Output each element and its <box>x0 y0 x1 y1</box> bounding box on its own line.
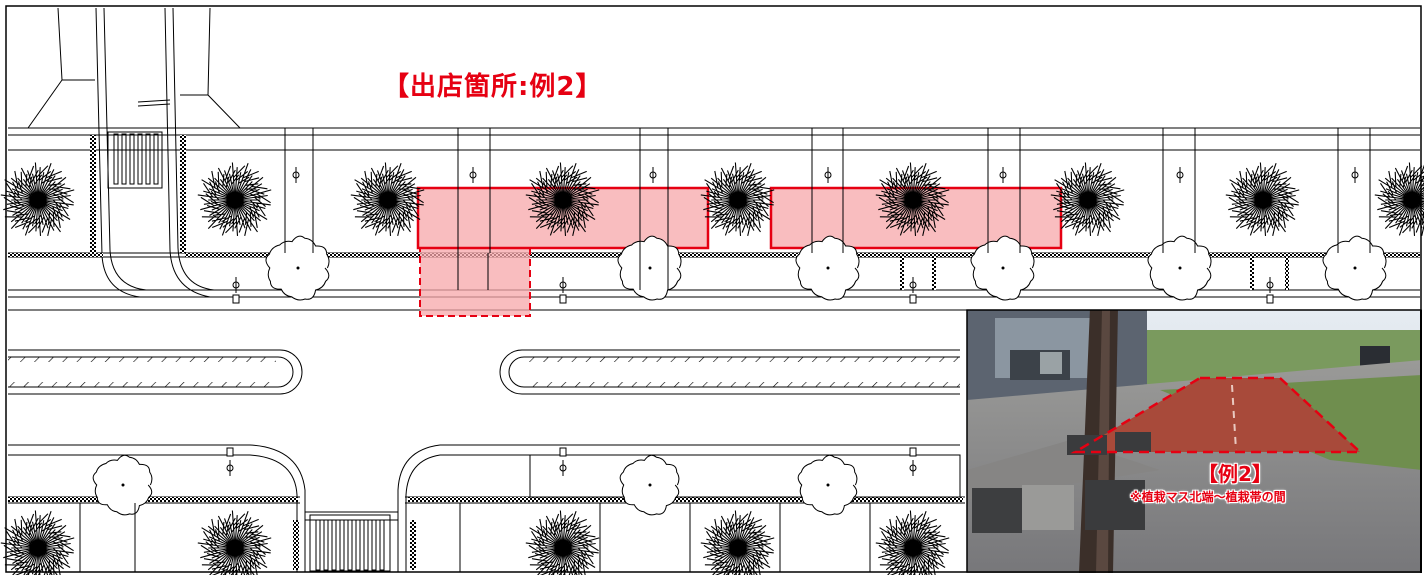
street-light-icon <box>1351 167 1359 183</box>
street-light-icon <box>292 167 300 183</box>
tree-icon <box>525 510 600 579</box>
crosswalk-stripe <box>379 519 385 571</box>
photo-note: ※植栽マス北端～植栽帯の間 <box>1130 490 1286 504</box>
crosswalk-stripe <box>331 519 337 571</box>
crosswalk-stripe <box>121 133 127 185</box>
street-light-icon <box>1176 167 1184 183</box>
inset-photo <box>967 310 1422 573</box>
tree-icon <box>700 510 775 579</box>
crosswalk-stripe <box>363 519 369 571</box>
inset-photo-frame <box>966 309 1422 573</box>
tree-icon <box>875 510 950 579</box>
street-fixtures <box>79 128 1371 572</box>
crosswalk <box>107 131 391 572</box>
shrub-icon <box>92 454 153 516</box>
planter-edging <box>932 257 936 290</box>
tree-icon <box>525 162 600 237</box>
figure-title: 【出店箇所:例2】 <box>383 72 603 102</box>
medians <box>8 349 960 395</box>
crosswalk-stripe <box>315 519 321 571</box>
street-light-icon <box>999 167 1007 183</box>
bollard-icon <box>226 447 234 457</box>
shrub-icon <box>797 454 858 516</box>
photo-example-label: 【例2】 <box>1198 462 1272 486</box>
street-light-icon <box>559 277 567 304</box>
crosswalk-stripe <box>371 519 377 571</box>
shrub-icon <box>970 235 1035 301</box>
street-light-icon <box>909 460 917 476</box>
street-light-icon <box>559 460 567 476</box>
planter-boxes <box>529 454 961 498</box>
tree-icon <box>700 162 775 237</box>
street-light-icon <box>649 167 657 183</box>
tree-icon <box>0 510 75 579</box>
crosswalk-stripe <box>153 133 159 185</box>
crosswalk-stripe <box>323 519 329 571</box>
street-light-icon <box>1266 277 1274 304</box>
bollard-icon <box>909 447 917 457</box>
tree-icon <box>350 162 425 237</box>
shrub-icon <box>619 454 680 516</box>
planter-edging <box>1250 257 1254 290</box>
crosswalk-stripe <box>113 133 119 185</box>
tree-icon <box>1050 162 1125 237</box>
planter-edging <box>1285 257 1289 290</box>
tree-icon <box>197 510 272 579</box>
planter-edging <box>900 257 904 290</box>
building-outline <box>27 7 241 129</box>
tree-icon <box>197 162 272 237</box>
crosswalk-stripe <box>347 519 353 571</box>
crosswalk-stripe <box>129 133 135 185</box>
crosswalk-stripe <box>355 519 361 571</box>
street-light-icon <box>232 277 240 304</box>
street-light-icon <box>226 460 234 476</box>
shrub-icon <box>617 235 682 301</box>
crosswalk-stripe <box>339 519 345 571</box>
tree-icon <box>1225 162 1300 237</box>
street-light-icon <box>469 167 477 183</box>
street-light-icon <box>824 167 832 183</box>
tree-icon <box>0 162 75 237</box>
crosswalk-stripe <box>137 133 143 185</box>
bollard-icon <box>559 447 567 457</box>
tree-icon <box>875 162 950 237</box>
tree-icon <box>1374 162 1424 237</box>
trees <box>0 162 1424 579</box>
crosswalk-stripe <box>145 133 151 185</box>
street-light-icon <box>909 277 917 304</box>
